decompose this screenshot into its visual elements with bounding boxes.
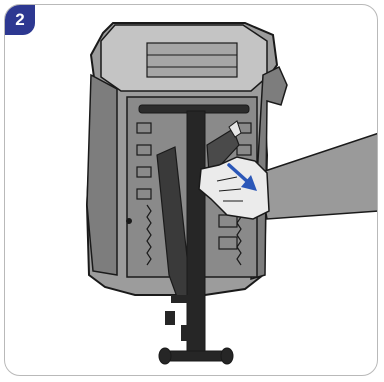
car-seat-illustration	[85, 22, 377, 365]
strap-buckle	[171, 295, 191, 303]
hand	[198, 156, 270, 220]
headrest-slot	[146, 42, 238, 78]
step-number-badge: 2	[5, 5, 35, 35]
sleeve	[258, 132, 377, 220]
strap-tip	[228, 120, 242, 138]
instruction-frame: 2	[4, 4, 378, 376]
step-number: 2	[15, 10, 25, 29]
left-screw	[126, 218, 132, 224]
right-wing	[250, 65, 288, 281]
pull-arrow	[227, 163, 257, 191]
support-leg	[186, 110, 206, 356]
left-wing	[86, 73, 118, 276]
support-leg-foot	[162, 350, 228, 362]
left-teeth	[146, 204, 152, 266]
